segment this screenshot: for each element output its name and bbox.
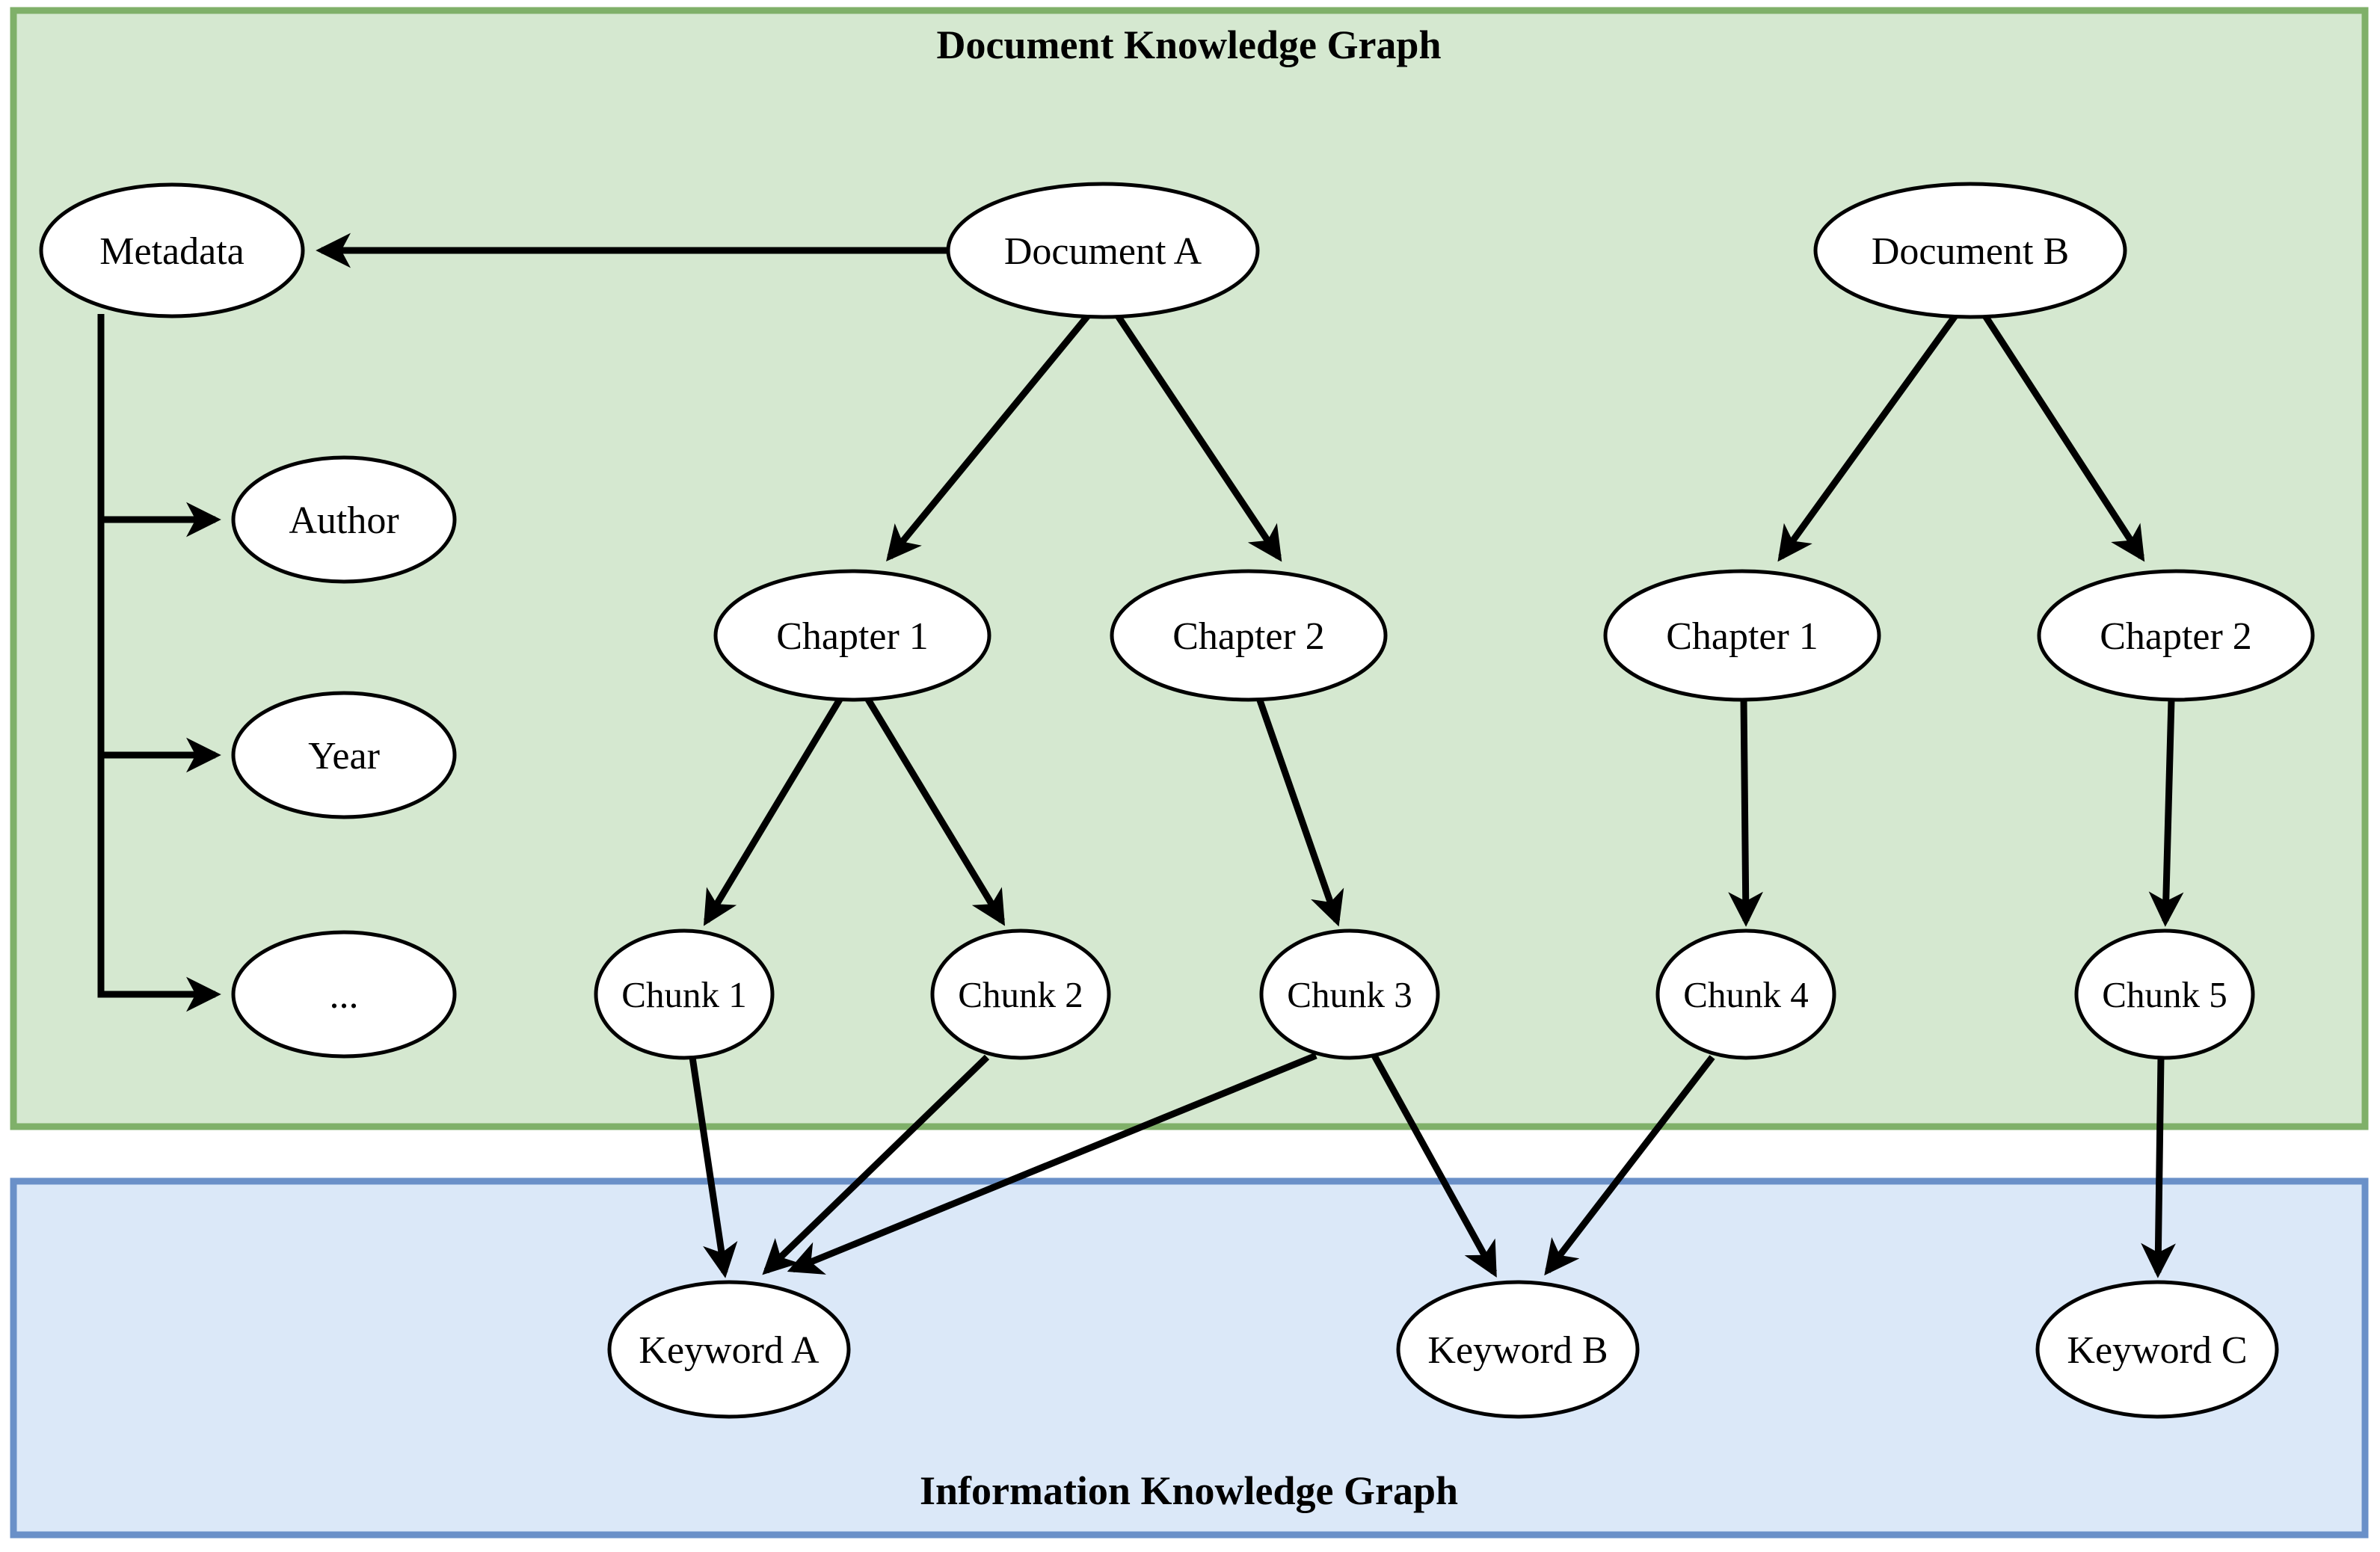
node-chapter-2a[interactable]: Chapter 2: [1110, 569, 1388, 702]
node-shape-author[interactable]: [231, 455, 457, 584]
node-label-keyword-a: Keyword A: [639, 1329, 820, 1372]
node-label-chapter-2a: Chapter 2: [1172, 615, 1325, 658]
node-shape-chapter-2a[interactable]: [1110, 569, 1388, 702]
edge-chunk-3-to-keyword-a: [787, 1052, 1317, 1275]
node-chunk-2[interactable]: Chunk 2: [930, 929, 1111, 1060]
node-shape-chapter-2b[interactable]: [2037, 569, 2315, 702]
node-shape-chunk-5[interactable]: [2074, 929, 2255, 1060]
edge-chapter-1a-to-chunk-1: [703, 696, 843, 926]
edge-chunk-3-to-keyword-b: [1371, 1053, 1497, 1278]
node-chunk-4[interactable]: Chunk 4: [1655, 929, 1836, 1060]
node-label-document-a: Document A: [1004, 230, 1202, 273]
edge-chapter-2a-to-chunk-3: [1255, 697, 1344, 927]
node-label-document-b: Document B: [1872, 230, 2069, 273]
node-ellipsis[interactable]: ...: [231, 930, 457, 1059]
node-shape-chunk-1[interactable]: [594, 929, 775, 1060]
node-shape-chapter-1b[interactable]: [1603, 569, 1881, 702]
node-label-year: Year: [308, 735, 380, 777]
node-year[interactable]: Year: [231, 691, 457, 819]
edge-document-b-to-chapter-2b: [1981, 312, 2145, 562]
node-label-metadata: Metadata: [99, 230, 244, 273]
cluster-box-information-knowledge-graph: [10, 1177, 2369, 1539]
node-shape-ellipsis[interactable]: [231, 930, 457, 1059]
node-label-keyword-b: Keyword B: [1427, 1329, 1608, 1372]
edge-metadata-to-ellipsis: [97, 314, 221, 1012]
node-shape-chunk-2[interactable]: [930, 929, 1111, 1060]
edge-chapter-1b-to-chunk-4: [1728, 699, 1764, 927]
edge-chunk-4-to-keyword-b: [1544, 1055, 1715, 1276]
node-document-b[interactable]: Document B: [1813, 182, 2127, 319]
edge-chapter-2b-to-chunk-5: [2148, 699, 2184, 927]
node-label-chunk-2: Chunk 2: [958, 974, 1083, 1015]
edge-document-b-to-chapter-1b: [1777, 312, 1959, 562]
node-label-author: Author: [289, 499, 399, 542]
edge-chunk-5-to-keyword-c: [2141, 1056, 2176, 1278]
node-shape-chunk-3[interactable]: [1259, 929, 1440, 1060]
edge-chapter-1a-to-chunk-2: [864, 696, 1006, 926]
node-label-chapter-1a: Chapter 1: [776, 615, 929, 658]
edge-document-a-to-chapter-2a: [1114, 312, 1282, 562]
node-metadata[interactable]: Metadata: [39, 182, 305, 318]
node-label-ellipsis: ...: [330, 974, 359, 1017]
node-chapter-1a[interactable]: Chapter 1: [713, 569, 991, 702]
node-label-chunk-1: Chunk 1: [621, 974, 746, 1015]
edge-layer: [97, 233, 2184, 1278]
node-shape-keyword-b[interactable]: [1396, 1280, 1640, 1419]
edge-document-a-to-chapter-1a: [886, 312, 1092, 562]
cluster-title-document-knowledge-graph: Document Knowledge Graph: [937, 22, 1442, 67]
node-shape-chapter-1a[interactable]: [713, 569, 991, 702]
node-shape-document-a[interactable]: [946, 182, 1260, 319]
node-label-chunk-5: Chunk 5: [2102, 974, 2227, 1015]
node-chunk-5[interactable]: Chunk 5: [2074, 929, 2255, 1060]
node-label-chapter-2b: Chapter 2: [2100, 615, 2252, 658]
node-label-chunk-3: Chunk 3: [1287, 974, 1412, 1015]
node-label-chapter-1b: Chapter 1: [1666, 615, 1818, 658]
node-shape-chunk-4[interactable]: [1655, 929, 1836, 1060]
node-shape-metadata[interactable]: [39, 182, 305, 318]
edge-chunk-1-to-keyword-a: [689, 1056, 738, 1278]
node-shape-document-b[interactable]: [1813, 182, 2127, 319]
node-label-keyword-c: Keyword C: [2067, 1329, 2247, 1372]
node-label-chunk-4: Chunk 4: [1683, 974, 1808, 1015]
node-shape-keyword-a[interactable]: [607, 1280, 851, 1419]
node-chapter-1b[interactable]: Chapter 1: [1603, 569, 1881, 702]
node-chapter-2b[interactable]: Chapter 2: [2037, 569, 2315, 702]
edge-chunk-2-to-keyword-a: [762, 1054, 990, 1275]
node-document-a[interactable]: Document A: [946, 182, 1260, 319]
node-shape-keyword-c[interactable]: [2035, 1280, 2279, 1419]
node-author[interactable]: Author: [231, 455, 457, 584]
cluster-title-information-knowledge-graph: Information Knowledge Graph: [920, 1468, 1458, 1513]
node-chunk-1[interactable]: Chunk 1: [594, 929, 775, 1060]
node-keyword-b[interactable]: Keyword B: [1396, 1280, 1640, 1419]
node-keyword-a[interactable]: Keyword A: [607, 1280, 851, 1419]
node-keyword-c[interactable]: Keyword C: [2035, 1280, 2279, 1419]
node-shape-year[interactable]: [231, 691, 457, 819]
node-chunk-3[interactable]: Chunk 3: [1259, 929, 1440, 1060]
